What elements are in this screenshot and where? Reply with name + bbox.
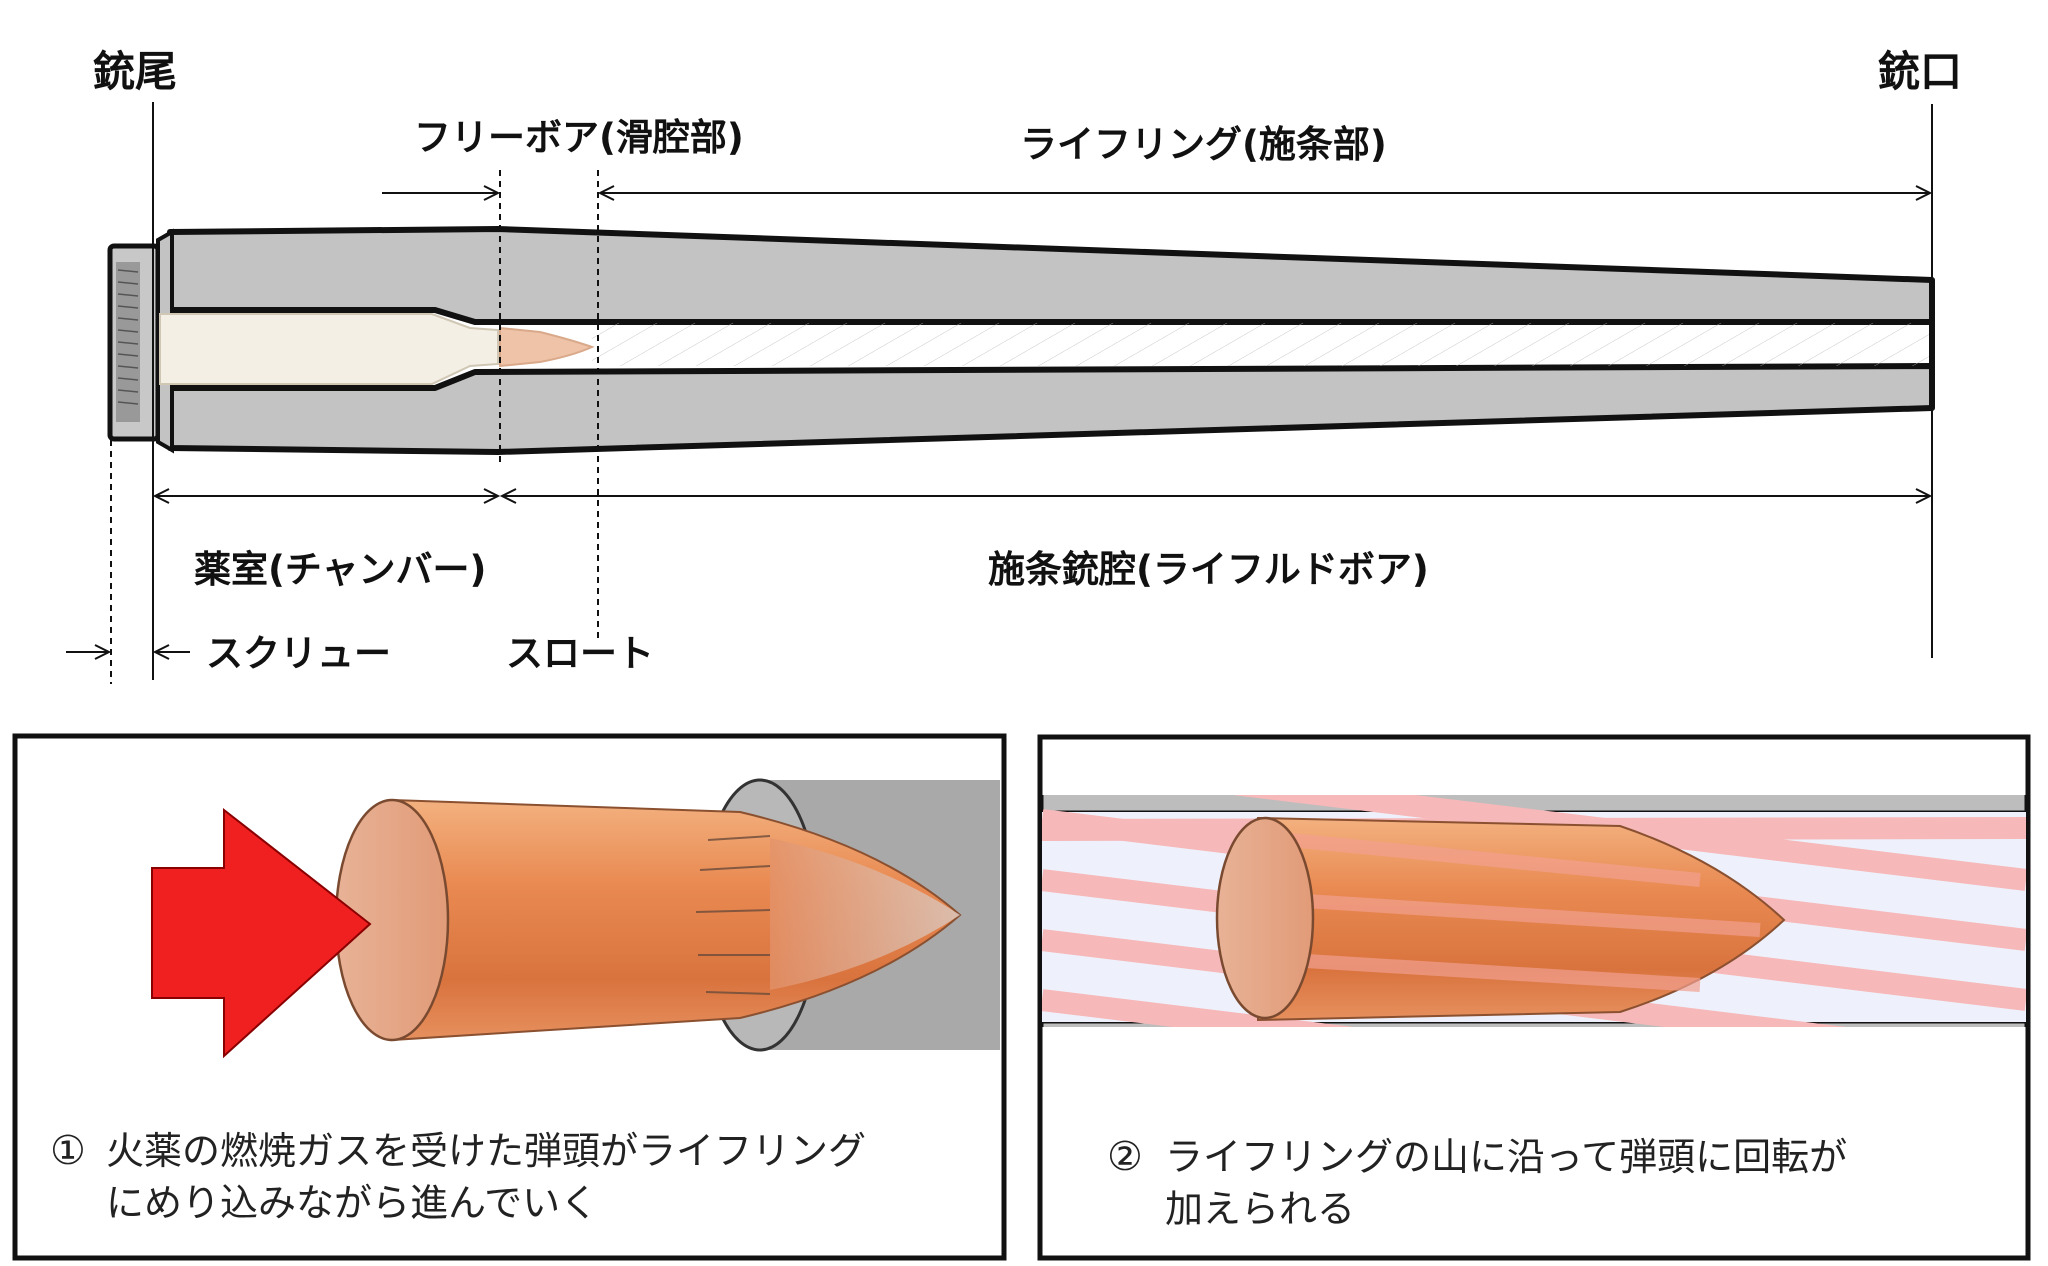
chamber-label: 薬室(チャンバー) bbox=[194, 548, 486, 591]
breech-label: 銃尾 bbox=[93, 47, 177, 96]
rifled-bore-label: 施条銃腔(ライフルドボア) bbox=[988, 548, 1429, 591]
panel-1-engraving-marks bbox=[695, 835, 771, 995]
panel-2-number: ② bbox=[1107, 1134, 1143, 1180]
panel-1-bullet-tip bbox=[770, 838, 960, 990]
panel-1-number: ① bbox=[50, 1128, 86, 1174]
freebore-label: フリーボア(滑腔部) bbox=[414, 116, 744, 159]
muzzle-label: 銃口 bbox=[1878, 47, 1962, 96]
reference-lines bbox=[110, 102, 1933, 684]
panel-2-caption-line-1: ライフリングの山に沿って弾頭に回転が bbox=[1165, 1135, 1847, 1179]
barrel-upper-wall bbox=[167, 226, 1935, 325]
panel-1: ① 火薬の燃焼ガスを受けた弾頭がライフリング にめり込みながら進んでいく bbox=[12, 733, 1007, 1261]
throat-label: スロート bbox=[506, 632, 654, 675]
barrel-section bbox=[107, 226, 1935, 455]
panel-1-caption-line-1: 火薬の燃焼ガスを受けた弾頭がライフリング bbox=[106, 1129, 866, 1173]
panel-1-caption-line-2: にめり込みながら進んでいく bbox=[106, 1181, 598, 1225]
screw-label: スクリュー bbox=[206, 632, 391, 675]
rifled-bore bbox=[592, 323, 1932, 366]
panel-2-bullet-base bbox=[1215, 816, 1315, 1020]
panel-2: ② ライフリングの山に沿って弾頭に回転が 加えられる bbox=[1037, 734, 2031, 1261]
screw-thread-lines bbox=[117, 269, 139, 405]
cartridge-case bbox=[159, 313, 499, 385]
panel-2-caption-line-2: 加えられる bbox=[1165, 1187, 1355, 1231]
red-push-arrow-icon bbox=[151, 807, 372, 1059]
dimension-arrows bbox=[66, 185, 1933, 660]
chambered-bullet bbox=[499, 326, 595, 368]
rifling-label: ライフリング(施条部) bbox=[1020, 123, 1387, 166]
panel-2-bullet-groove-marks bbox=[1289, 833, 1761, 992]
